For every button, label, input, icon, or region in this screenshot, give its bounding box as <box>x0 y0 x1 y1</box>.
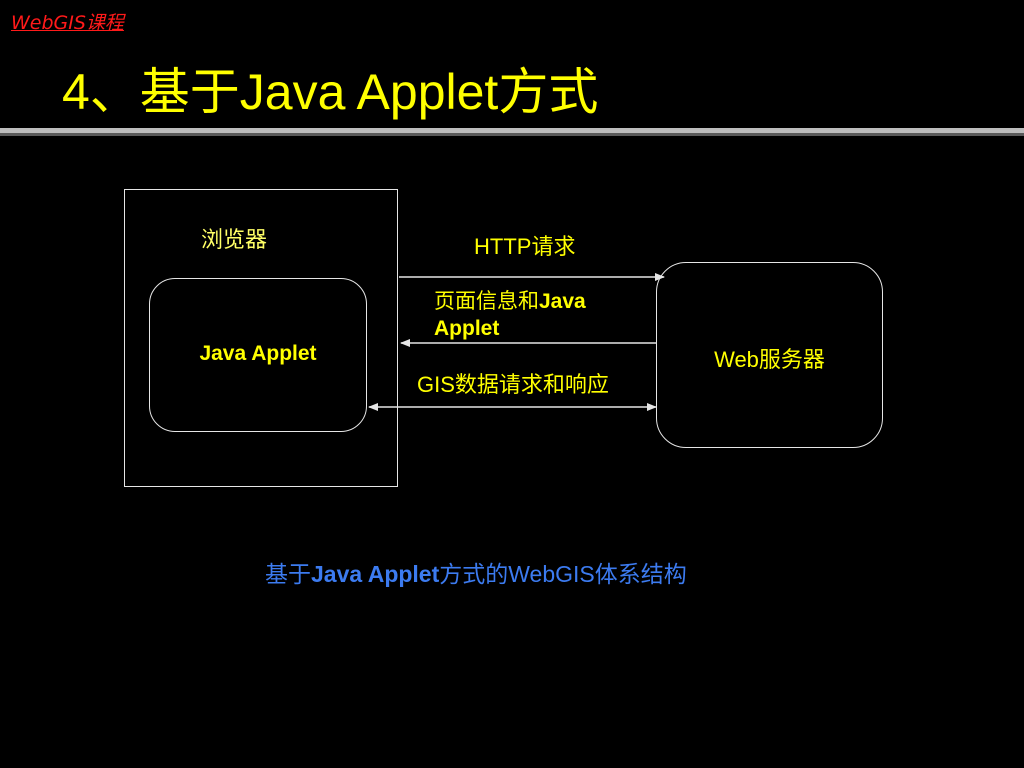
slide-title: 4、基于Java Applet方式 <box>62 64 599 120</box>
caption-bold: Java Applet <box>311 561 440 587</box>
page-info-label-text: 页面信息和 <box>434 290 539 313</box>
page-info-label-bold: Java Applet <box>434 290 586 340</box>
course-tag: WebGIS课程 <box>11 12 124 34</box>
title-divider <box>0 128 1024 133</box>
diagram-caption: 基于Java Applet方式的WebGIS体系结构 <box>265 555 687 589</box>
browser-label: 浏览器 <box>201 228 268 253</box>
java-applet-node <box>149 278 367 432</box>
caption-prefix: 基于 <box>265 561 311 587</box>
page-info-label: 页面信息和Java Applet <box>434 288 634 342</box>
gis-data-label: GIS数据请求和响应 <box>417 372 609 397</box>
web-server-node <box>656 262 883 448</box>
browser-node <box>124 189 398 487</box>
http-request-label: HTTP请求 <box>474 234 576 259</box>
caption-suffix: 方式的WebGIS体系结构 <box>439 561 687 587</box>
title-divider-shadow <box>0 133 1024 136</box>
web-server-label: Web服务器 <box>714 347 825 372</box>
java-applet-label: Java Applet <box>199 342 317 365</box>
